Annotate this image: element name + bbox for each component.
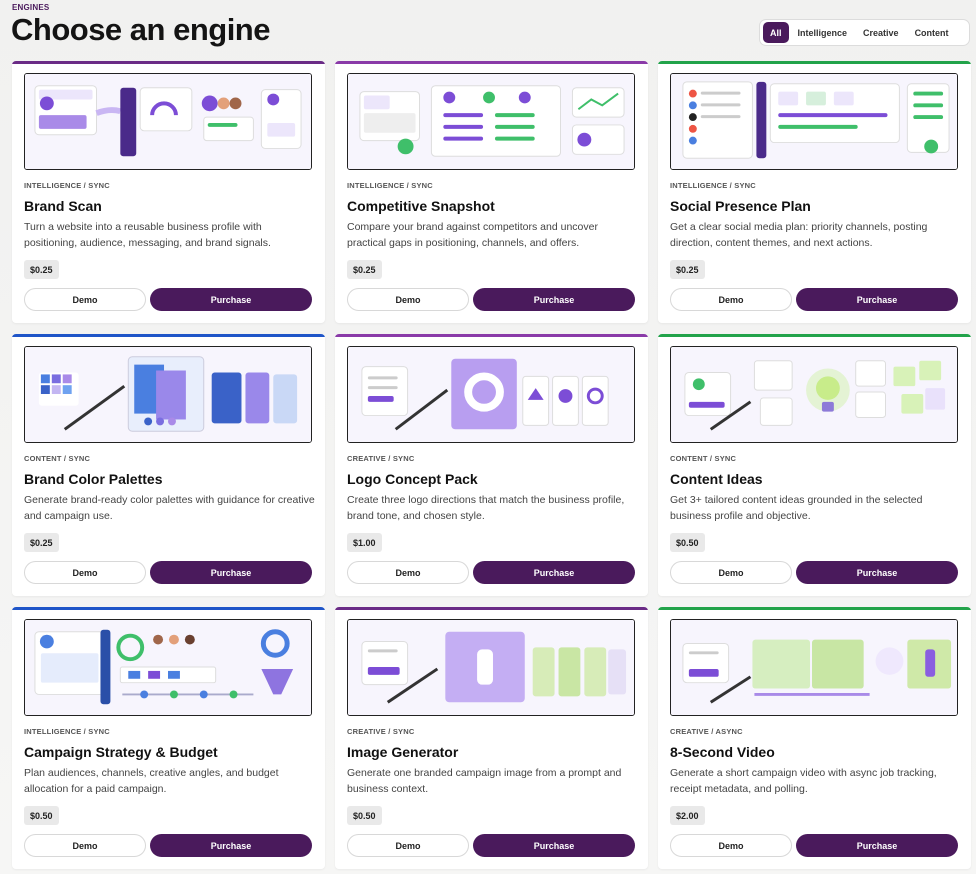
- card-accent-bar: [658, 61, 971, 64]
- campaign-strategy-illustration: [24, 619, 312, 716]
- card-accent-bar: [12, 334, 325, 337]
- price-badge: $0.50: [670, 533, 705, 552]
- card-title: Campaign Strategy & Budget: [24, 744, 218, 760]
- purchase-button[interactable]: Purchase: [150, 288, 312, 311]
- demo-button[interactable]: Demo: [24, 561, 146, 584]
- purchase-button[interactable]: Purchase: [150, 561, 312, 584]
- purchase-button[interactable]: Purchase: [796, 288, 958, 311]
- card-category: CREATIVE / SYNC: [347, 727, 415, 736]
- card-description: Generate a short campaign video with asy…: [670, 767, 937, 795]
- engine-card: CONTENT / SYNC Brand Color Palettes Gene…: [12, 334, 325, 596]
- logo-concept-illustration: [347, 346, 635, 443]
- filter-content[interactable]: Content: [914, 27, 949, 38]
- filter-tabs: All Intelligence Creative Content: [759, 19, 970, 46]
- card-description: Plan audiences, channels, creative angle…: [24, 767, 279, 795]
- engine-card: CONTENT / SYNC Content Ideas Get 3+ tail…: [658, 334, 971, 596]
- card-category: INTELLIGENCE / SYNC: [24, 727, 110, 736]
- card-title: Brand Scan: [24, 198, 102, 214]
- demo-button[interactable]: Demo: [347, 561, 469, 584]
- card-category: INTELLIGENCE / SYNC: [24, 181, 110, 190]
- purchase-button[interactable]: Purchase: [150, 834, 312, 857]
- card-title: Brand Color Palettes: [24, 471, 163, 487]
- video-illustration: [670, 619, 958, 716]
- card-description: Get 3+ tailored content ideas grounded i…: [670, 494, 923, 522]
- demo-button[interactable]: Demo: [670, 561, 792, 584]
- card-accent-bar: [12, 607, 325, 610]
- filter-all[interactable]: All: [763, 22, 789, 43]
- price-badge: $0.50: [347, 806, 382, 825]
- card-accent-bar: [12, 61, 325, 64]
- brand-scan-illustration: [24, 73, 312, 170]
- image-generator-illustration: [347, 619, 635, 716]
- eyebrow-label: ENGINES: [12, 3, 50, 12]
- demo-button[interactable]: Demo: [24, 288, 146, 311]
- purchase-button[interactable]: Purchase: [473, 288, 635, 311]
- card-accent-bar: [335, 334, 648, 337]
- card-accent-bar: [658, 607, 971, 610]
- card-description: Turn a website into a reusable business …: [24, 221, 271, 249]
- engine-grid: INTELLIGENCE / SYNC Brand Scan Turn a we…: [12, 61, 971, 869]
- page-title: Choose an engine: [11, 12, 270, 47]
- card-title: Competitive Snapshot: [347, 198, 495, 214]
- card-accent-bar: [335, 607, 648, 610]
- card-title: 8-Second Video: [670, 744, 775, 760]
- card-accent-bar: [335, 61, 648, 64]
- card-description: Generate brand-ready color palettes with…: [24, 494, 315, 522]
- demo-button[interactable]: Demo: [670, 288, 792, 311]
- filter-intelligence[interactable]: Intelligence: [797, 27, 848, 38]
- card-accent-bar: [658, 334, 971, 337]
- purchase-button[interactable]: Purchase: [473, 561, 635, 584]
- engine-card: INTELLIGENCE / SYNC Social Presence Plan…: [658, 61, 971, 323]
- price-badge: $0.25: [347, 260, 382, 279]
- card-category: CONTENT / SYNC: [670, 454, 737, 463]
- purchase-button[interactable]: Purchase: [796, 834, 958, 857]
- purchase-button[interactable]: Purchase: [796, 561, 958, 584]
- demo-button[interactable]: Demo: [347, 288, 469, 311]
- card-category: INTELLIGENCE / SYNC: [347, 181, 433, 190]
- purchase-button[interactable]: Purchase: [473, 834, 635, 857]
- price-badge: $0.50: [24, 806, 59, 825]
- card-title: Social Presence Plan: [670, 198, 811, 214]
- color-palette-illustration: [24, 346, 312, 443]
- demo-button[interactable]: Demo: [24, 834, 146, 857]
- card-description: Create three logo directions that match …: [347, 494, 625, 522]
- engine-card: CREATIVE / SYNC Logo Concept Pack Create…: [335, 334, 648, 596]
- demo-button[interactable]: Demo: [347, 834, 469, 857]
- card-title: Logo Concept Pack: [347, 471, 478, 487]
- engine-card: CREATIVE / ASYNC 8-Second Video Generate…: [658, 607, 971, 869]
- price-badge: $0.25: [24, 533, 59, 552]
- card-title: Image Generator: [347, 744, 459, 760]
- price-badge: $2.00: [670, 806, 705, 825]
- card-category: CREATIVE / SYNC: [347, 454, 415, 463]
- card-category: INTELLIGENCE / SYNC: [670, 181, 756, 190]
- card-title: Content Ideas: [670, 471, 763, 487]
- card-description: Generate one branded campaign image from…: [347, 767, 622, 795]
- card-description: Compare your brand against competitors a…: [347, 221, 598, 249]
- engine-card: INTELLIGENCE / SYNC Competitive Snapshot…: [335, 61, 648, 323]
- content-ideas-illustration: [670, 346, 958, 443]
- engine-card: INTELLIGENCE / SYNC Brand Scan Turn a we…: [12, 61, 325, 323]
- card-category: CONTENT / SYNC: [24, 454, 91, 463]
- competitive-snapshot-illustration: [347, 73, 635, 170]
- price-badge: $1.00: [347, 533, 382, 552]
- engine-card: CREATIVE / SYNC Image Generator Generate…: [335, 607, 648, 869]
- price-badge: $0.25: [24, 260, 59, 279]
- card-description: Get a clear social media plan: priority …: [670, 221, 928, 249]
- social-presence-illustration: [670, 73, 958, 170]
- demo-button[interactable]: Demo: [670, 834, 792, 857]
- engine-card: INTELLIGENCE / SYNC Campaign Strategy & …: [12, 607, 325, 869]
- card-category: CREATIVE / ASYNC: [670, 727, 743, 736]
- price-badge: $0.25: [670, 260, 705, 279]
- filter-creative[interactable]: Creative: [863, 27, 899, 38]
